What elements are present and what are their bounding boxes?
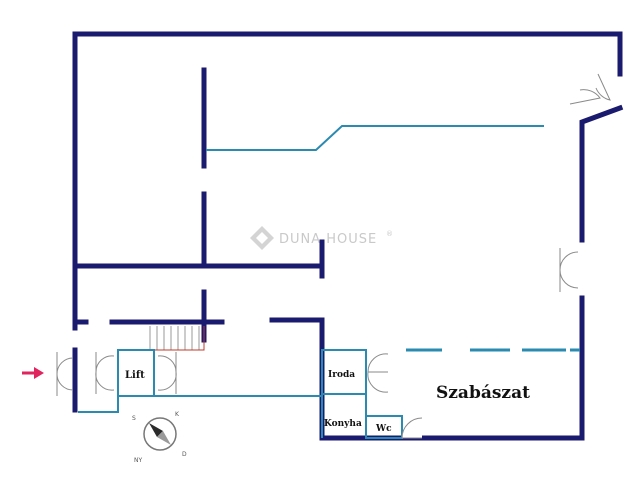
outer-walls bbox=[72, 31, 624, 441]
door-right-wall[interactable] bbox=[559, 248, 579, 292]
door-top-right[interactable] bbox=[569, 73, 611, 105]
compass-letter-northeast: K bbox=[175, 411, 180, 418]
interior-walls bbox=[72, 67, 325, 343]
rail-lines bbox=[78, 125, 544, 413]
door-lift-inner[interactable] bbox=[157, 352, 177, 394]
door-wc[interactable] bbox=[401, 417, 423, 439]
room-label-lift: Lift bbox=[125, 370, 145, 381]
door-lift-outer[interactable] bbox=[95, 352, 115, 394]
room-label-iroda: Iroda bbox=[328, 370, 355, 380]
office-block: Iroda Konyha Wc bbox=[321, 349, 403, 439]
compass-letter-northwest: NY bbox=[134, 457, 142, 464]
duna-house-logo-icon bbox=[250, 226, 274, 250]
staircase bbox=[149, 326, 205, 351]
watermark-registered-mark: ® bbox=[386, 230, 394, 238]
door-entrance-left[interactable] bbox=[56, 352, 74, 396]
compass-icon: S K NY D bbox=[132, 411, 187, 464]
door-iroda[interactable] bbox=[367, 353, 389, 393]
lift-room: Lift bbox=[117, 349, 155, 397]
entrance-arrow-icon bbox=[22, 367, 44, 379]
watermark-brand: DUNA HOUSE bbox=[279, 232, 377, 247]
room-label-konyha: Konyha bbox=[324, 419, 362, 429]
compass-letter-southwest: D bbox=[182, 451, 187, 458]
duna-house-watermark: DUNA HOUSE ® bbox=[250, 226, 394, 250]
room-label-wc: Wc bbox=[375, 424, 392, 434]
room-label-szabaszat: Szabászat bbox=[436, 383, 530, 403]
compass-letter-south: S bbox=[132, 415, 136, 422]
